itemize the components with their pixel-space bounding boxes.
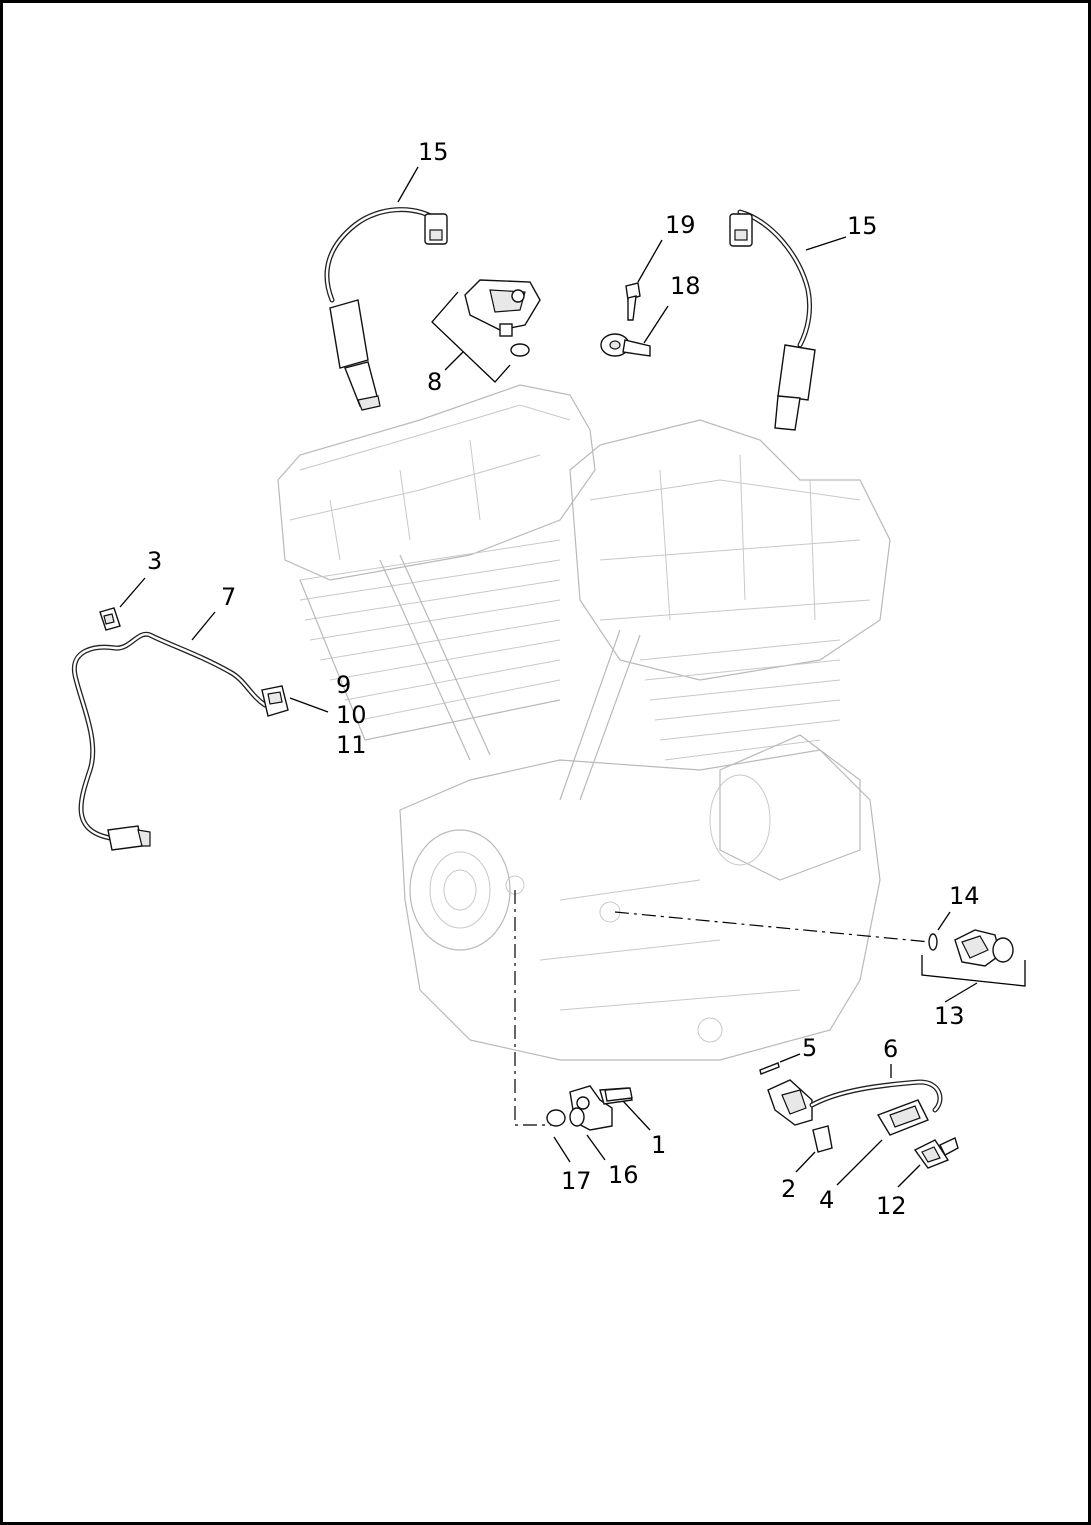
connector-terminal [913, 1137, 959, 1169]
bracket-13 [921, 955, 1026, 987]
callout-4: 4 [819, 1186, 834, 1214]
harness-clip [99, 607, 121, 631]
callout-15-right: 15 [847, 212, 878, 240]
callout-19: 19 [665, 211, 696, 239]
crank-sensor-spacer [812, 1125, 833, 1153]
callout-9: 9 [336, 671, 351, 699]
oil-pressure-sender [954, 929, 1014, 967]
hidden-line-oil-pressure [614, 911, 931, 943]
callout-10: 10 [336, 701, 367, 729]
callout-1: 1 [651, 1131, 666, 1159]
crank-sensor-oring [759, 1062, 780, 1075]
cam-sensor-screw [604, 1087, 633, 1102]
callout-3: 3 [147, 547, 162, 575]
hidden-line-cam-sensor [514, 890, 560, 1126]
callout-11: 11 [336, 731, 367, 759]
callout-7: 7 [221, 583, 236, 611]
knock-sensor [600, 333, 651, 357]
callout-18: 18 [670, 272, 701, 300]
engine-ghost-illustration [277, 384, 891, 1061]
knock-sensor-stud [625, 282, 641, 321]
callout-14: 14 [949, 882, 980, 910]
callout-12: 12 [876, 1192, 907, 1220]
o2-sensor-left [324, 207, 448, 411]
callout-16: 16 [608, 1161, 639, 1189]
bracket-8 [431, 291, 511, 383]
callout-13: 13 [934, 1002, 965, 1030]
callout-6: 6 [883, 1035, 898, 1063]
map-sensor [464, 279, 541, 357]
callout-5: 5 [802, 1034, 817, 1062]
oil-pressure-oring [928, 933, 938, 951]
callout-15-left: 15 [418, 138, 449, 166]
crank-position-sensor [767, 1079, 943, 1136]
cam-sensor-oring [546, 1109, 566, 1127]
callout-labels: 15 19 18 15 8 3 7 9 10 11 14 13 5 6 1 17… [147, 138, 980, 1220]
sensor-harness [71, 631, 289, 851]
callout-8: 8 [427, 368, 442, 396]
callout-17: 17 [561, 1167, 592, 1195]
callout-2: 2 [781, 1175, 796, 1203]
o2-sensor-right [729, 209, 816, 431]
leader-lines [119, 166, 978, 1188]
